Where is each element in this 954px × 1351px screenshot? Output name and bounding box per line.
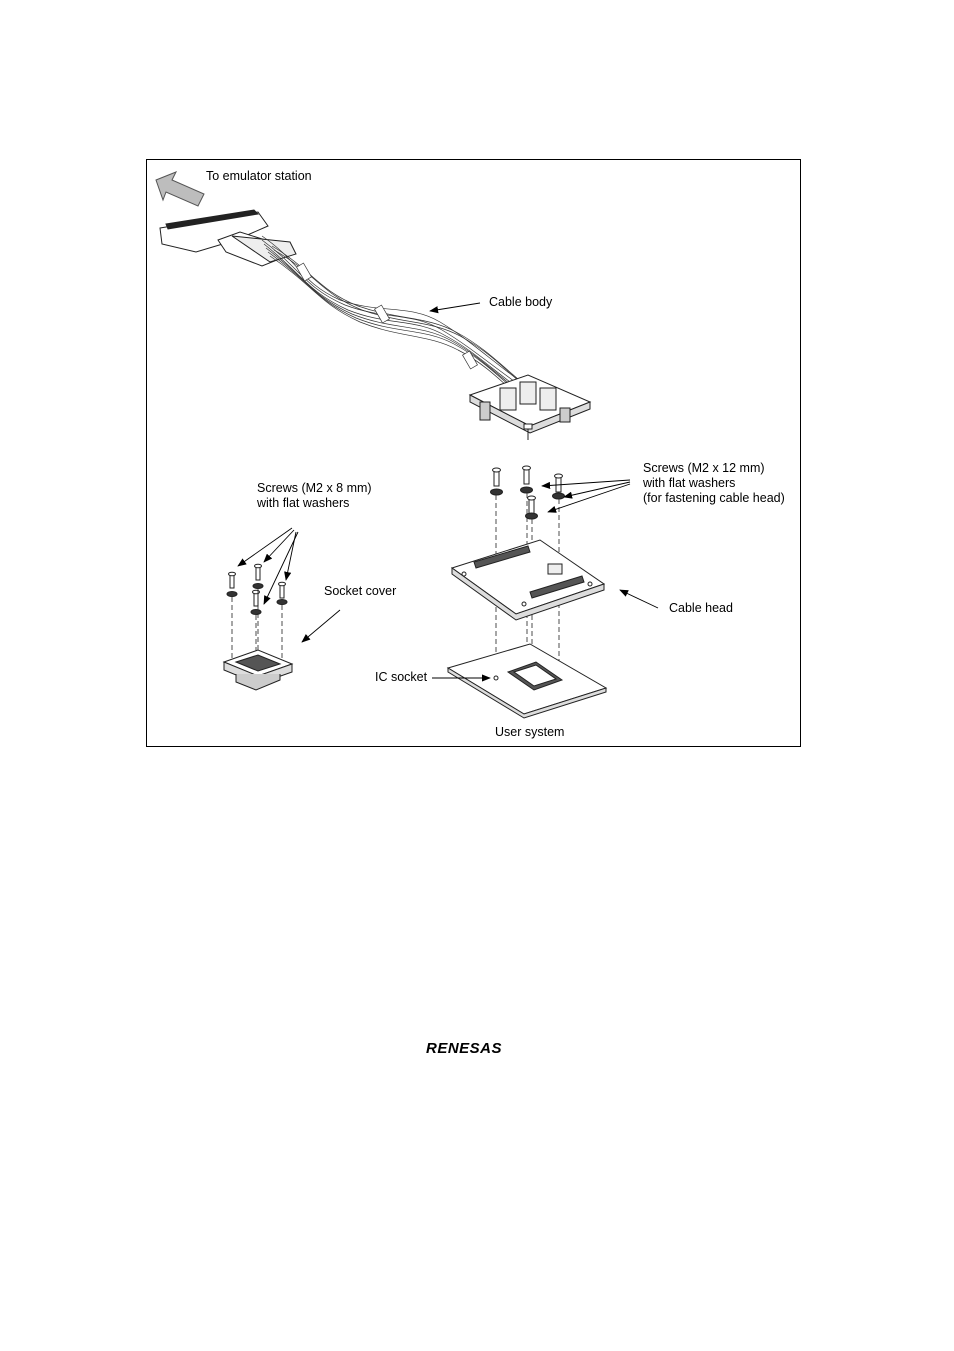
label-screws-8mm: Screws (M2 x 8 mm) with flat washers [257, 481, 372, 510]
leader-lines [237, 302, 659, 682]
label-ic-socket: IC socket [375, 670, 428, 684]
socket-cover [222, 649, 294, 691]
user-system-board [446, 643, 608, 719]
cable-connector [159, 209, 297, 267]
label-cable-head: Cable head [669, 601, 733, 615]
cable-end-board [468, 374, 592, 440]
label-screws-12mm: Screws (M2 x 12 mm) with flat washers (f… [643, 461, 785, 505]
label-emulator-station: To emulator station [206, 169, 312, 183]
screws-8mm [226, 563, 288, 615]
label-user-system: User system [495, 725, 565, 739]
label-cable-body: Cable body [489, 295, 553, 309]
screws-12mm [490, 465, 565, 520]
figure-frame [146, 159, 801, 747]
emulator-direction-arrow [155, 171, 205, 207]
renesas-logo: RENESAS [426, 1040, 502, 1057]
cable-body [261, 235, 543, 415]
cable-head-board [450, 539, 606, 621]
svg-text:RENESAS: RENESAS [426, 1040, 502, 1057]
label-socket-cover: Socket cover [324, 584, 397, 598]
